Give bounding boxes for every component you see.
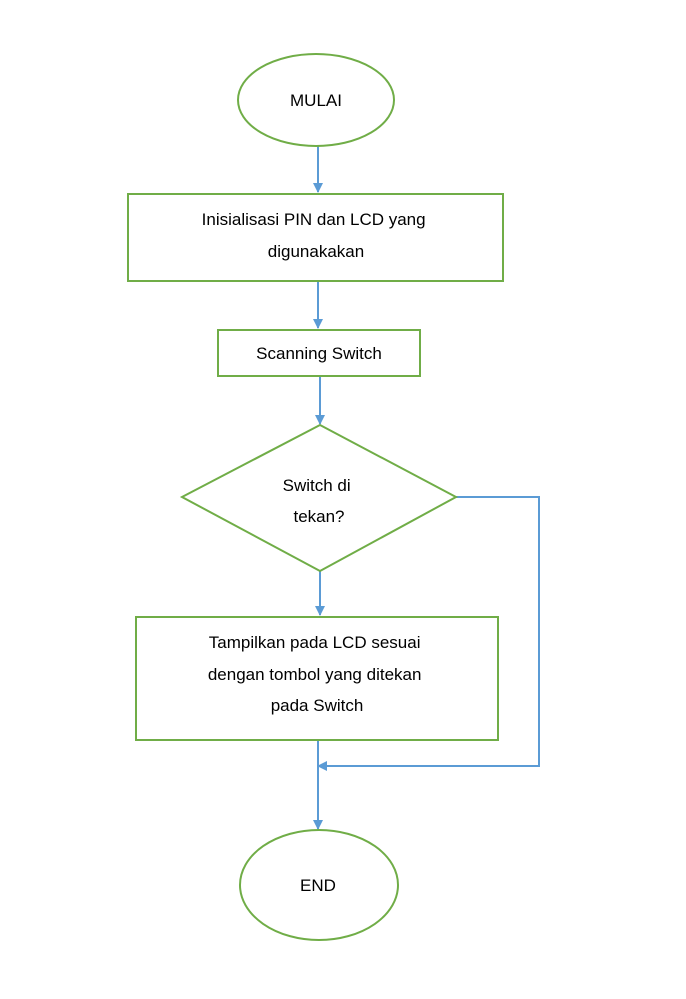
- decision-diamond: [179, 423, 459, 573]
- scan-label: Scanning Switch: [256, 344, 382, 363]
- display-process-box: [135, 616, 499, 741]
- init-process-box: [127, 193, 504, 282]
- connector-decision-no-branch: [317, 496, 540, 771]
- scan-process-box: [217, 329, 421, 377]
- shapes: [127, 53, 504, 941]
- connectors: [313, 146, 540, 830]
- start-label: MULAI: [290, 91, 342, 110]
- display-label: Tampilkan pada LCD sesuai dengan tombol …: [208, 633, 426, 715]
- labels: MULAI Inisialisasi PIN dan LCD yang digu…: [202, 91, 431, 895]
- end-terminal: [239, 829, 399, 941]
- end-label: END: [300, 876, 336, 895]
- init-label: Inisialisasi PIN dan LCD yang digunakaka…: [202, 210, 431, 261]
- decision-label: Switch di tekan?: [283, 476, 356, 526]
- start-terminal: [237, 53, 395, 147]
